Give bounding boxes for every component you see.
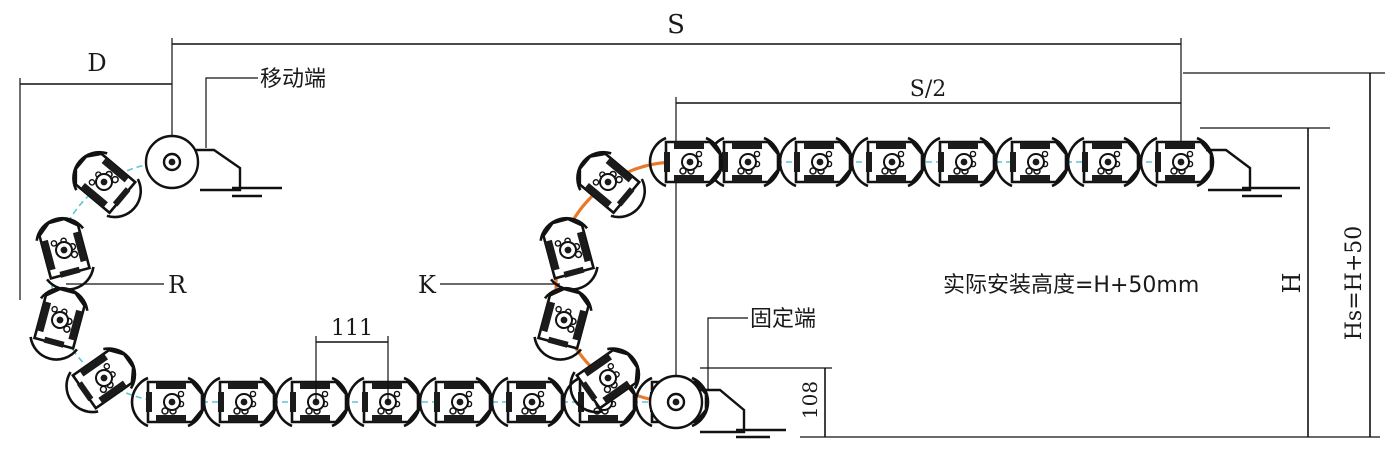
moving-end-bracket — [144, 134, 282, 198]
label-h: H — [1278, 273, 1306, 294]
label-moving-end: 移动端 — [260, 67, 326, 92]
dimension-s: S — [171, 10, 1182, 160]
dimension-pitch: 111 — [315, 316, 389, 402]
left-bend-links — [25, 141, 152, 422]
install-height-note: 实际安装高度=H+50mm — [943, 273, 1199, 298]
label-fixed-end: 固定端 — [750, 307, 816, 332]
label-k: K — [418, 271, 437, 299]
upper-end-bracket — [1206, 148, 1300, 198]
dimension-d: D — [19, 49, 172, 300]
dimension-h: H — [800, 127, 1380, 438]
label-d: D — [87, 49, 106, 77]
label-s: S — [667, 10, 685, 40]
leader-moving-end: 移动端 — [205, 67, 326, 148]
dimension-108: 108 — [700, 367, 832, 437]
leader-r: R — [66, 271, 187, 299]
dimension-hs: Hs=H+50 — [1183, 72, 1385, 437]
label-r: R — [168, 271, 187, 299]
label-108: 108 — [798, 381, 822, 419]
leader-fixed-end: 固定端 — [707, 307, 816, 390]
label-s-half: S/2 — [910, 77, 946, 102]
label-pitch: 111 — [331, 316, 373, 341]
leader-k: K — [418, 271, 560, 299]
fixed-end-bracket — [648, 374, 786, 439]
label-hs: Hs=H+50 — [1342, 226, 1367, 341]
